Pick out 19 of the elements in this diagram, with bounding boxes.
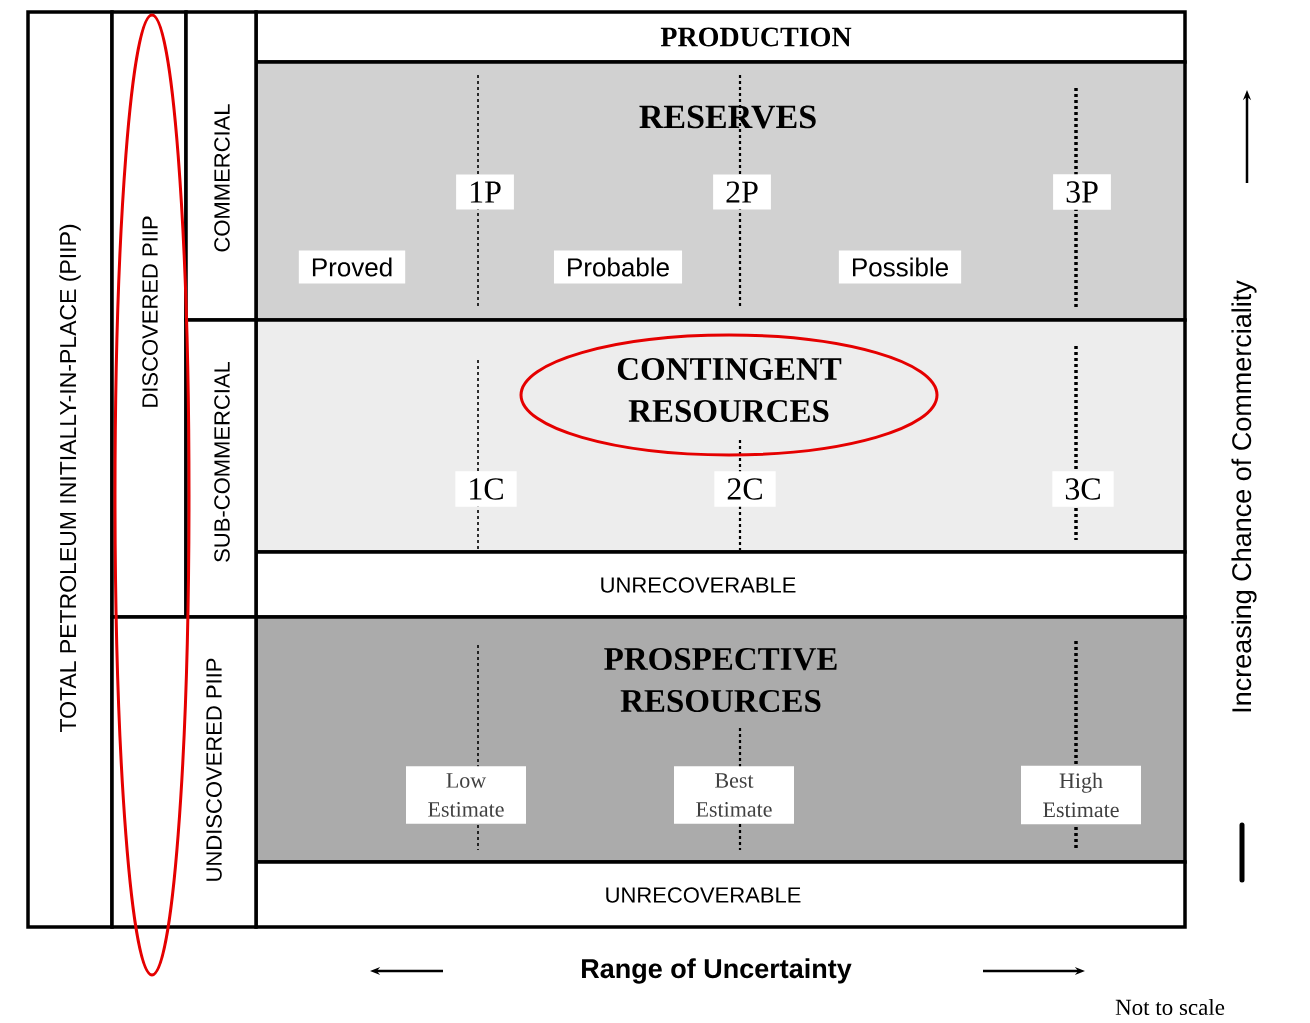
category-label: 1P bbox=[456, 174, 514, 210]
category-label: 3C bbox=[1052, 471, 1114, 507]
axis-label: Range of Uncertainty bbox=[582, 958, 852, 984]
category-label: 2P bbox=[713, 174, 771, 210]
category-label: 2C bbox=[714, 471, 776, 507]
category-label: Probable bbox=[553, 250, 683, 284]
scale-note: Not to scale bbox=[1115, 998, 1225, 1016]
category-label: Possible bbox=[838, 250, 962, 284]
column-box: COMMERCIAL bbox=[184, 10, 258, 322]
unrecoverable-band: UNRECOVERABLE bbox=[254, 860, 1187, 929]
estimate-label: Best Estimate bbox=[674, 766, 794, 824]
axis-label: Increasing Chance of Commerciality bbox=[1231, 280, 1257, 712]
category-label: Proved bbox=[298, 250, 406, 284]
estimate-label: High Estimate bbox=[1021, 765, 1141, 825]
category-label: 1C bbox=[455, 471, 517, 507]
category-label: 3P bbox=[1053, 174, 1111, 210]
estimate-label: Low Estimate bbox=[406, 766, 526, 824]
column-box: SUB-COMMERCIAL bbox=[184, 318, 258, 619]
column-box: TOTAL PETROLEUM INITIALLY-IN-PLACE (PIIP) bbox=[26, 10, 114, 929]
